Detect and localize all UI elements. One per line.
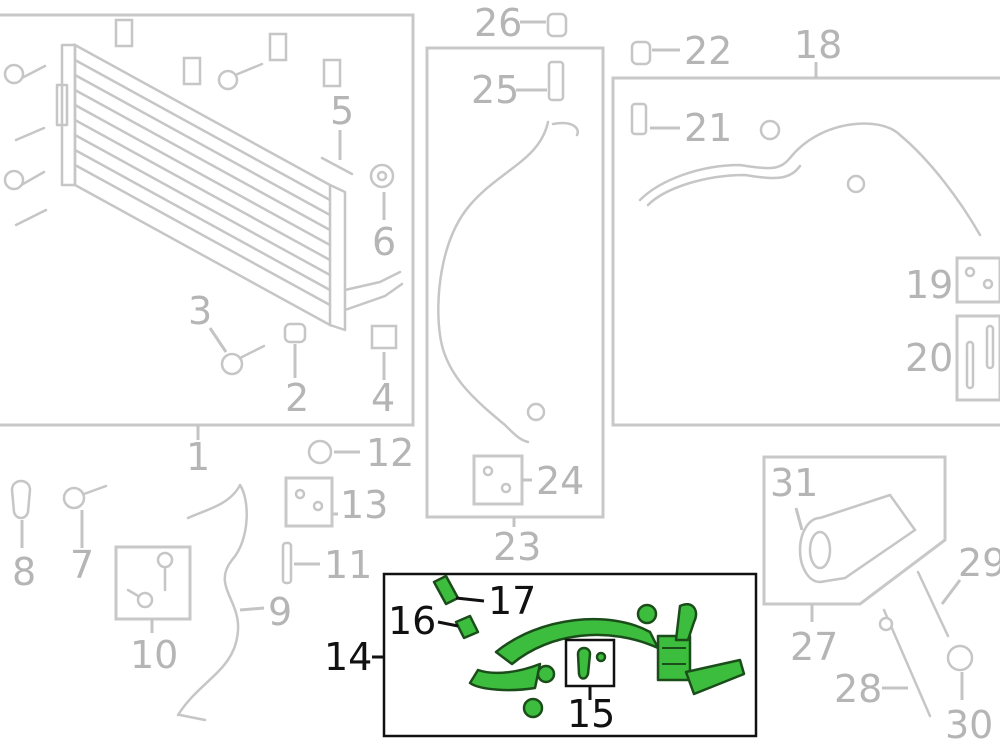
- callout-1: 1: [186, 435, 210, 479]
- callout-8: 8: [12, 550, 36, 594]
- part-26-cap: [546, 12, 568, 38]
- callout-4: 4: [371, 376, 395, 420]
- part-12-nut: [307, 439, 333, 465]
- part-22-cap: [630, 40, 652, 66]
- callout-3: 3: [188, 289, 212, 333]
- part-16-valve-core: [454, 614, 480, 640]
- part-18-suction-line: [638, 119, 982, 237]
- callout-6: 6: [372, 220, 396, 264]
- callout-9: 9: [268, 590, 292, 634]
- gasket-kit-frame-24: [472, 454, 524, 506]
- callout-5: 5: [330, 89, 354, 133]
- part-29-stud: [916, 570, 950, 638]
- part-23-high-pressure-line: [437, 120, 579, 444]
- gasket-kit-frame-19: [955, 256, 1000, 304]
- callout-17: 17: [488, 579, 536, 623]
- high-pressure-line-group-frame: [425, 46, 605, 519]
- leader-lines: [20, 20, 964, 700]
- callout-24: 24: [536, 459, 584, 503]
- callout-23: 23: [493, 525, 541, 569]
- callout-22: 22: [684, 29, 732, 73]
- callout-28: 28: [834, 667, 882, 711]
- part-15-gasket: [564, 638, 616, 688]
- part-28-bolt: [878, 608, 932, 718]
- part-14-suction-hose-assembly: [468, 603, 746, 719]
- callout-29: 29: [958, 541, 1000, 585]
- part-7-bolt: [62, 484, 108, 510]
- callout-31: 31: [770, 461, 818, 505]
- part-4-bracket: [370, 324, 398, 350]
- callout-19: 19: [905, 263, 953, 307]
- part-2-grommet: [283, 322, 307, 344]
- gasket-kit-frame-13: [284, 476, 334, 528]
- callout-13: 13: [340, 483, 388, 527]
- part-8-gasket: [10, 479, 32, 520]
- callout-18: 18: [794, 23, 842, 67]
- part-13-gasket: [294, 488, 324, 512]
- part-5-bolt: [320, 156, 354, 176]
- evaporator-line-group-frame: [611, 76, 1000, 427]
- part-11-pin: [281, 541, 293, 585]
- callout-11: 11: [324, 543, 372, 587]
- callout-10: 10: [130, 633, 178, 677]
- part-20-seal: [965, 324, 995, 390]
- part-10-bolts: [126, 551, 174, 609]
- callout-20: 20: [905, 336, 953, 380]
- callout-14: 14: [324, 635, 372, 679]
- callout-2: 2: [285, 376, 309, 420]
- part-17-cap: [432, 574, 460, 606]
- callout-16: 16: [388, 599, 436, 643]
- callout-7: 7: [70, 543, 94, 587]
- callout-27: 27: [790, 625, 838, 669]
- condenser-illustration: [55, 42, 404, 332]
- callout-25: 25: [471, 68, 519, 112]
- condenser-group-frame: [0, 13, 415, 427]
- bolt-icons-condenser: [3, 18, 342, 227]
- part-19-gasket: [964, 266, 994, 290]
- compressor-group-frame: [762, 455, 947, 606]
- callout-21: 21: [684, 106, 732, 150]
- callout-12: 12: [366, 431, 414, 475]
- suction-hose-assembly-frame: [382, 572, 758, 738]
- part-24-gasket: [482, 465, 512, 494]
- callout-30: 30: [945, 703, 993, 747]
- callout-15: 15: [567, 692, 615, 736]
- callout-26: 26: [474, 1, 522, 45]
- part-31-compressor: [798, 493, 917, 584]
- bolt-kit-frame: [114, 545, 192, 621]
- part-21-valve: [630, 102, 648, 136]
- part-30-nut: [946, 644, 974, 672]
- part-3-bolt: [220, 344, 266, 376]
- part-25-valve: [547, 60, 565, 102]
- part-9-hose: [176, 483, 248, 722]
- part-6-nut: [369, 163, 395, 189]
